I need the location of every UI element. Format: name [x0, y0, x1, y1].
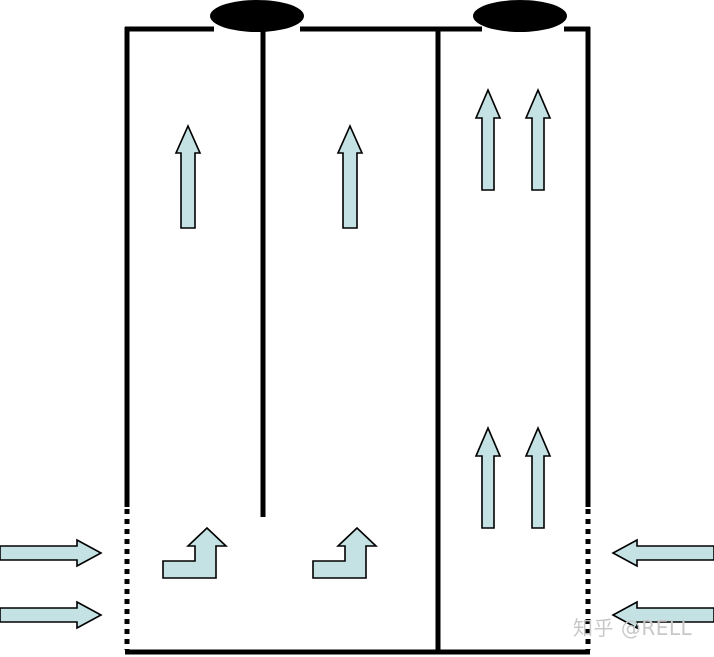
left-arrow-icon [611, 538, 714, 568]
right-arrow-icon [0, 600, 103, 630]
left-inflow-arrows [0, 538, 103, 630]
up-arrow-icon [524, 425, 552, 529]
right-chamber-upper-arrows [474, 87, 552, 191]
turn-up-arrow-icon [162, 526, 229, 579]
right-arrow-icon [0, 538, 103, 568]
up-arrow-icon [474, 425, 502, 529]
turn-arrows [162, 526, 379, 579]
vent-opening-icon [210, 0, 304, 32]
up-arrow-icon [336, 124, 364, 229]
watermark: 知乎 @RELL [573, 616, 693, 640]
left-arrow-icon [611, 600, 714, 630]
up-arrow-icon [174, 124, 202, 229]
up-arrow-icon [474, 87, 502, 191]
left-chamber-arrows [174, 124, 364, 229]
right-chamber-lower-arrows [474, 425, 552, 529]
structure-walls [124, 26, 591, 655]
turn-up-arrow-icon [312, 526, 379, 579]
vents [210, 0, 567, 32]
vent-opening-icon [473, 0, 567, 32]
up-arrow-icon [524, 87, 552, 191]
right-inflow-arrows [611, 538, 714, 630]
